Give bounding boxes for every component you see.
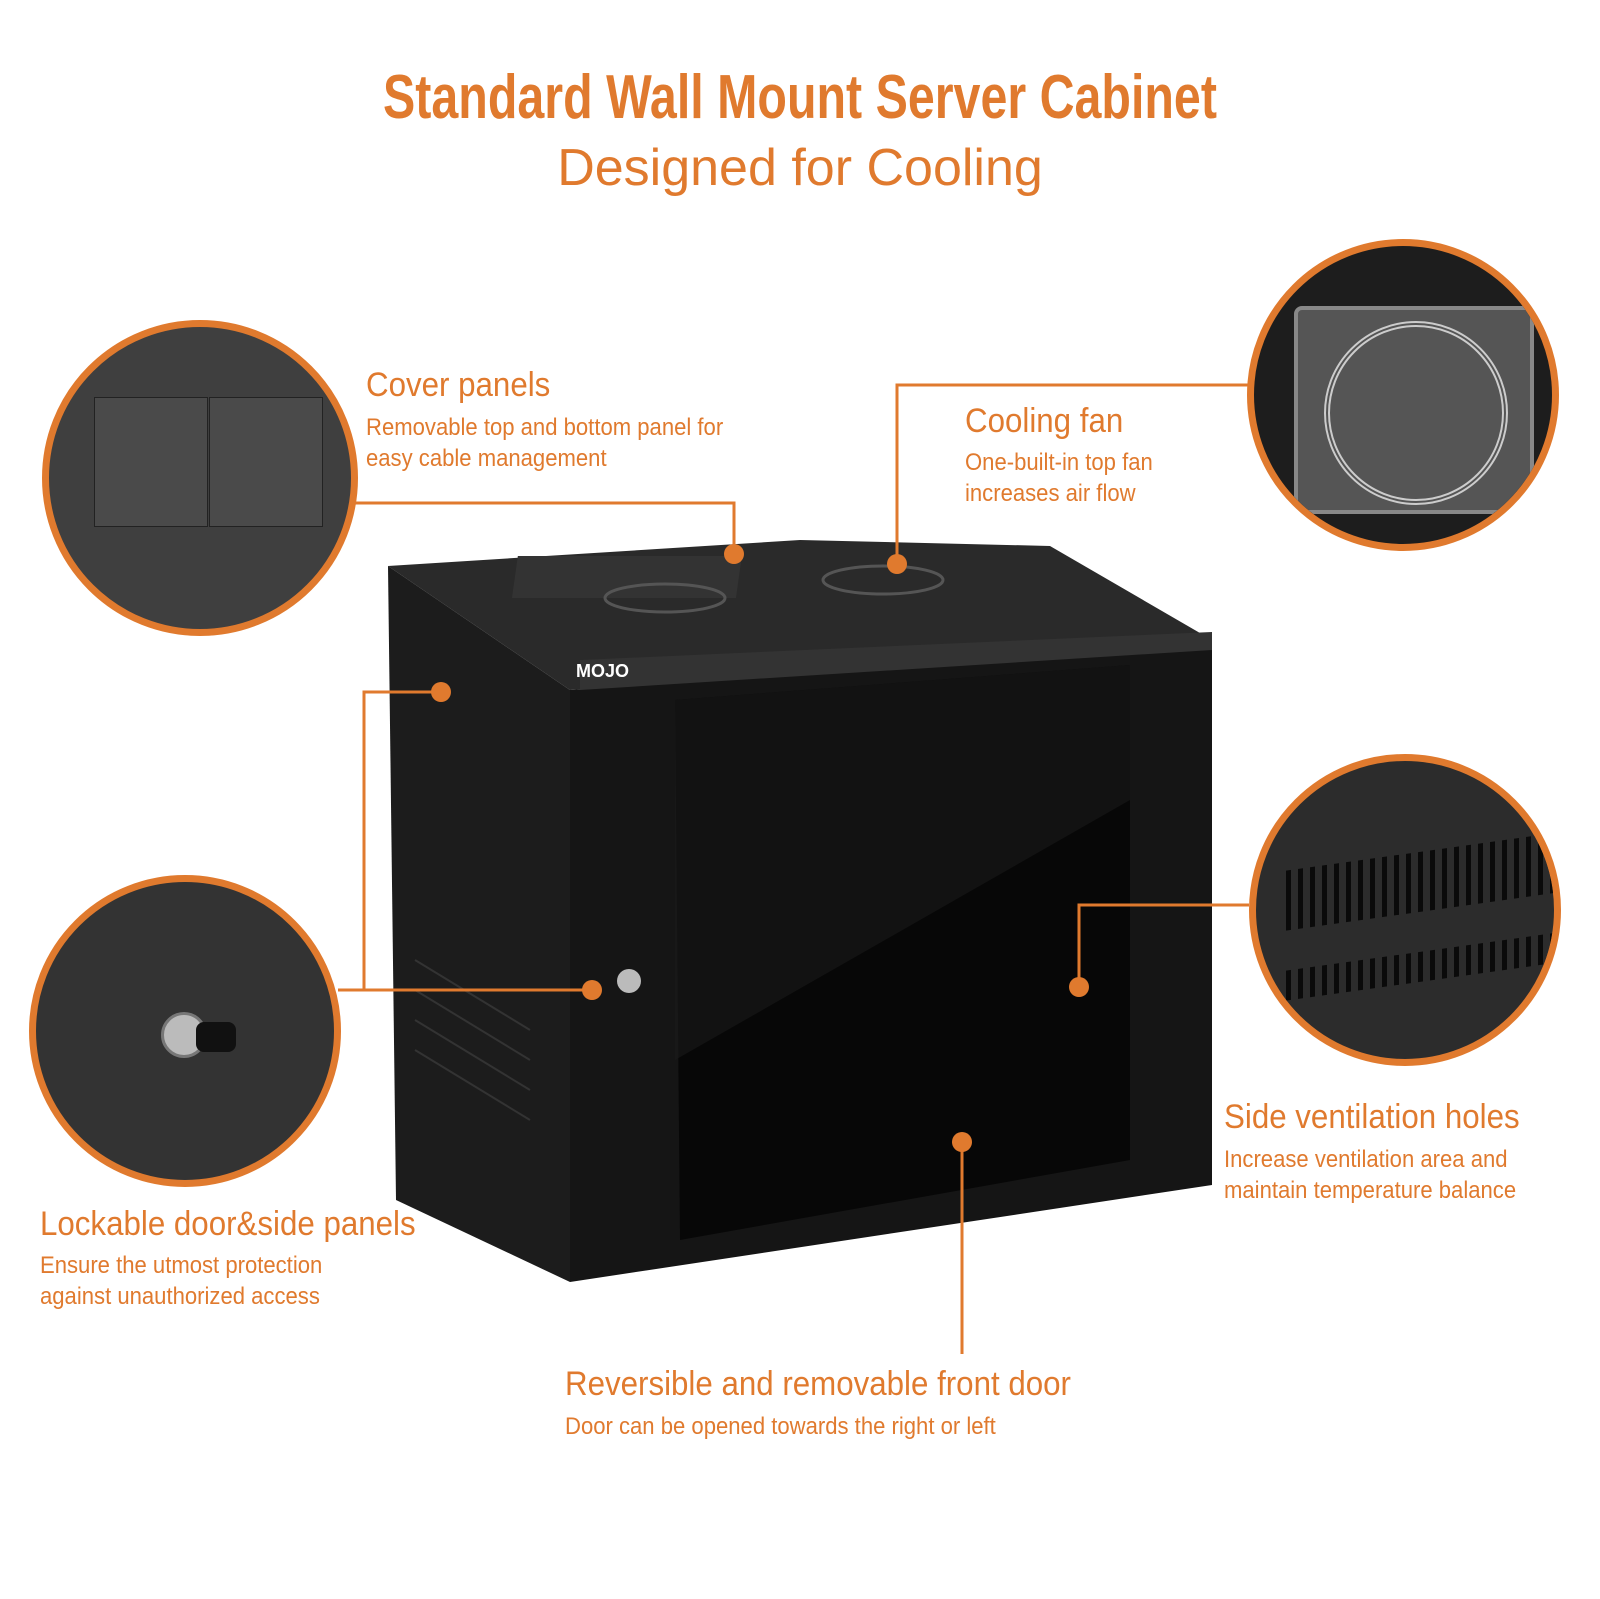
callout-dot [887,554,907,574]
callout-dot [582,980,602,1000]
callout-dot [1069,977,1089,997]
cover-panel [511,556,742,598]
lock-icon [617,969,641,993]
feature-desc: easy cable management [366,445,607,472]
feature-desc: One-built-in top fan [965,449,1153,476]
feature-desc: Ensure the utmost protection [40,1252,323,1279]
callout-dot [724,544,744,564]
cooling-fan-closeup [1247,239,1559,551]
cabinet-side [388,566,570,1282]
feature-heading: Reversible and removable front door [565,1365,1071,1403]
feature-desc: increases air flow [965,480,1136,507]
feature-heading: Lockable door&side panels [40,1205,416,1243]
front-vent-strip [580,632,1212,690]
brand-logo: MOJO [576,661,629,681]
cover-panels-closeup [42,320,358,636]
callout-dot [431,682,451,702]
side-vent-closeup [1249,754,1561,1066]
feature-desc: against unauthorized access [40,1283,320,1310]
feature-desc: Removable top and bottom panel for [366,414,724,441]
feature-desc: Increase ventilation area and [1224,1146,1508,1173]
page-title: Standard Wall Mount Server Cabinet [383,63,1217,132]
callout-dot [952,1132,972,1152]
fan-vent-2 [821,564,945,596]
feature-desc: Door can be opened towards the right or … [565,1413,996,1440]
feature-desc: maintain temperature balance [1224,1177,1517,1204]
feature-heading: Cooling fan [965,402,1124,440]
page-subtitle: Designed for Cooling [557,139,1043,197]
fan-icon [1324,321,1508,505]
fan-vent-1 [603,582,727,614]
lock-closeup [29,875,341,1187]
feature-heading: Cover panels [366,366,551,404]
feature-heading: Side ventilation holes [1224,1098,1520,1136]
